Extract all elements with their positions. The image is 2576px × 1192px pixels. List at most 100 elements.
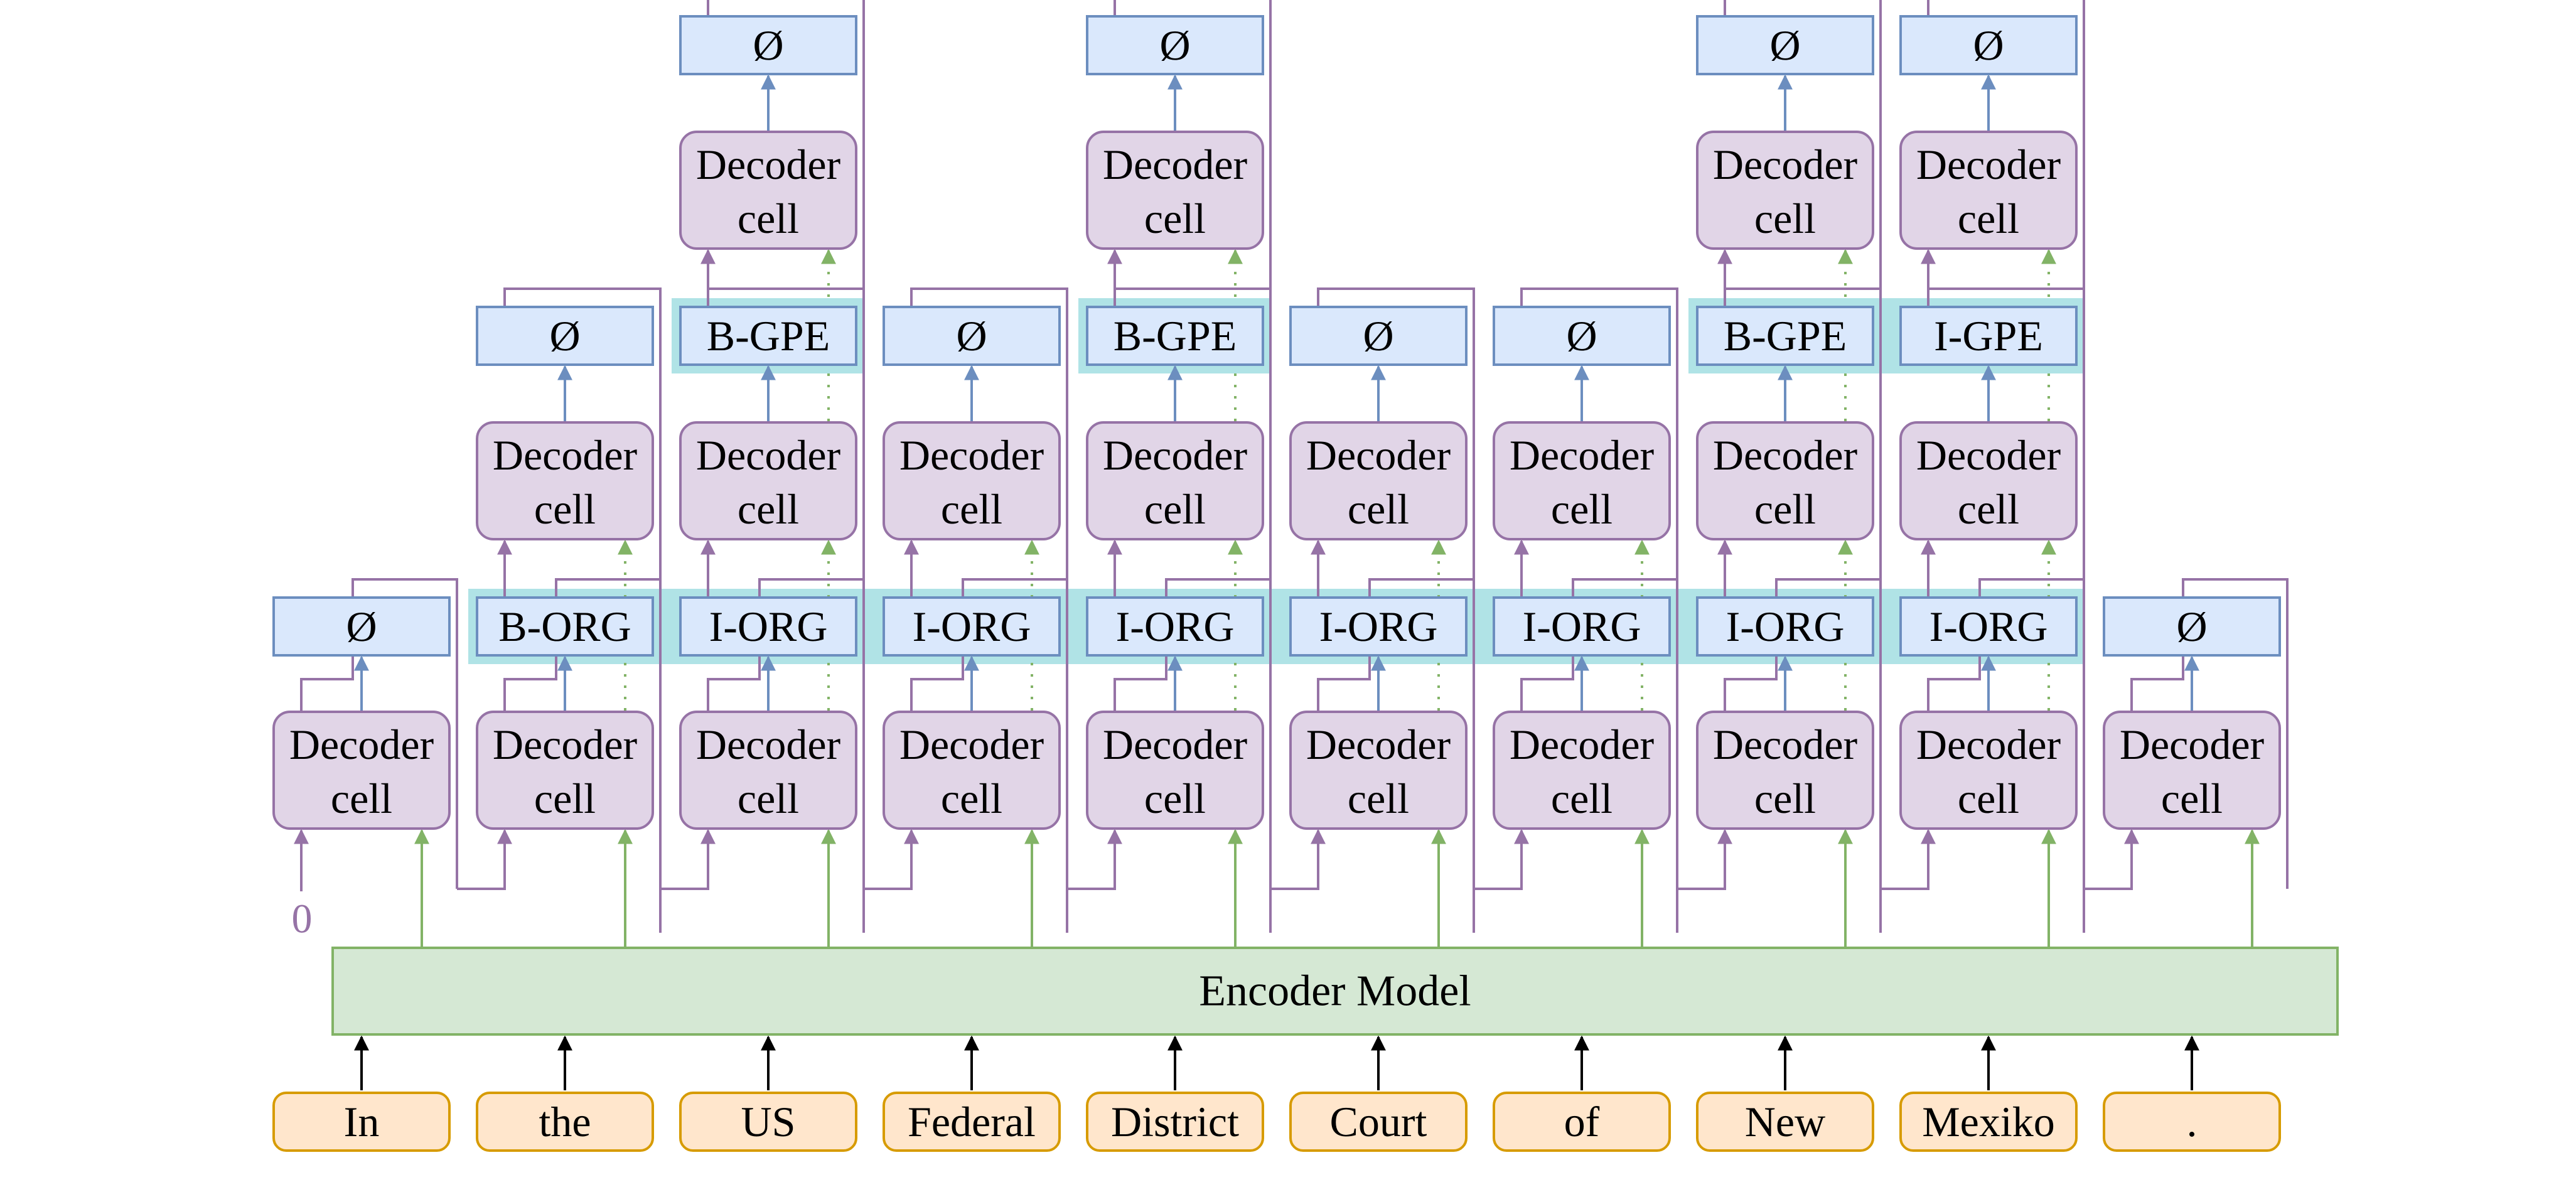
- decoder-cell-label-line1: Decoder: [493, 721, 638, 768]
- tag-label: Ø: [346, 603, 377, 650]
- decoder-cell-label-line1: Decoder: [493, 431, 638, 479]
- tag-label: B-GPE: [1724, 312, 1847, 360]
- token-label: New: [1745, 1098, 1825, 1146]
- encoder-model-box: [331, 947, 2339, 1036]
- tag-box: [476, 306, 654, 366]
- decoder-cell-box: [1899, 131, 2078, 250]
- token-3: US: [679, 1092, 857, 1152]
- token-label: .: [2187, 1098, 2198, 1146]
- state-link: [457, 829, 512, 890]
- decoder-cell-box: [1696, 131, 1874, 250]
- decoder-cell-box: [1696, 421, 1874, 540]
- token-box: [1493, 1092, 1671, 1152]
- decoder-cell-label-line1: Decoder: [1510, 431, 1655, 479]
- token-label: the: [539, 1098, 591, 1146]
- decoder-cell-box: [679, 421, 857, 540]
- state-loop: [503, 287, 662, 933]
- tag-box: [1899, 15, 2078, 75]
- decoder-cell-label-line2: cell: [1144, 775, 1206, 822]
- decoder-cell-label-line1: Decoder: [1713, 721, 1858, 768]
- decoder-cell-label-line1: Decoder: [1103, 431, 1248, 479]
- state-link: [1067, 829, 1122, 890]
- decoder-cell-label-line2: cell: [1958, 485, 2019, 533]
- tag-box: [679, 15, 857, 75]
- decoder-cell-box: [1696, 711, 1874, 830]
- tag-box: [1696, 306, 1874, 366]
- decoder-cell-label-line1: Decoder: [1713, 431, 1858, 479]
- tag-label: Ø: [1363, 312, 1393, 360]
- token-label: District: [1111, 1098, 1239, 1146]
- tag-1-3: I-ORG: [679, 596, 857, 657]
- token-label: of: [1564, 1098, 1600, 1146]
- decoder-cell-box: [272, 711, 451, 830]
- token-box: [883, 1092, 1061, 1152]
- token-label: Court: [1330, 1098, 1427, 1146]
- decoder-cell-box: [1899, 711, 2078, 830]
- tag-box: [1086, 306, 1264, 366]
- tag-box: [2103, 596, 2281, 657]
- tag-label: B-ORG: [498, 603, 631, 650]
- decoder-cell-label-line1: Decoder: [289, 721, 434, 768]
- tag-2-9: I-GPE: [1899, 306, 2078, 366]
- decoder-cell-label-line1: Decoder: [1916, 431, 2061, 479]
- tag-2-7: Ø: [1493, 306, 1671, 366]
- decoder-cell-box: [679, 711, 857, 830]
- token-7: of: [1493, 1092, 1671, 1152]
- decoder-cell-box: [476, 711, 654, 830]
- tag-label: Ø: [2176, 603, 2207, 650]
- tag-1-10: Ø: [2103, 596, 2281, 657]
- tag-3-9: Ø: [1899, 15, 2078, 75]
- token-box: [476, 1092, 654, 1152]
- decoder-cell-label-line1: Decoder: [899, 431, 1044, 479]
- state-loop: [1317, 287, 1475, 933]
- decoder-cell-label-line2: cell: [534, 775, 596, 822]
- tag-box: [272, 596, 451, 657]
- tag-box: [1696, 15, 1874, 75]
- state-loop: [1724, 0, 1882, 643]
- decoder-cell-label-line2: cell: [331, 775, 392, 822]
- tag-label: Ø: [753, 21, 783, 69]
- token-2: the: [476, 1092, 654, 1152]
- decoder-cell: Decoder cell: [476, 711, 654, 830]
- decoder-cell: Decoder cell: [272, 711, 451, 830]
- token-box: [272, 1092, 451, 1152]
- tag-box: [1493, 306, 1671, 366]
- token-box: [1696, 1092, 1874, 1152]
- token-box: [1289, 1092, 1468, 1152]
- token-label: Federal: [908, 1098, 1036, 1146]
- state-link: [1881, 829, 1936, 890]
- decoder-cell-label-line2: cell: [1754, 485, 1816, 533]
- encoder-model-label: Encoder Model: [1199, 967, 1471, 1016]
- state-link: [864, 829, 919, 890]
- tag-1-2: B-ORG: [476, 596, 654, 657]
- tag-label: I-ORG: [1523, 603, 1641, 650]
- token-box: [1899, 1092, 2078, 1152]
- decoder-cell-label-line1: Decoder: [2120, 721, 2265, 768]
- decoder-cell-label-line2: cell: [1348, 485, 1409, 533]
- decoder-cell-label-line2: cell: [941, 485, 1002, 533]
- token-label: In: [344, 1098, 380, 1146]
- state-link: [1270, 829, 1326, 890]
- tag-1-7: I-ORG: [1493, 596, 1671, 657]
- tag-2-8: B-GPE: [1696, 306, 1874, 366]
- tag-label: I-ORG: [1929, 603, 2048, 650]
- tag-box: [1899, 596, 2078, 657]
- decoder-cell-box: [2103, 711, 2281, 830]
- tag-label: Ø: [956, 312, 987, 360]
- decoder-cell-label-line2: cell: [738, 195, 799, 242]
- tag-label: I-ORG: [1319, 603, 1438, 650]
- tag-label: Ø: [549, 312, 580, 360]
- decoder-cell-box: [679, 131, 857, 250]
- tag-label: B-GPE: [707, 312, 830, 360]
- decoder-cell-label-line2: cell: [738, 485, 799, 533]
